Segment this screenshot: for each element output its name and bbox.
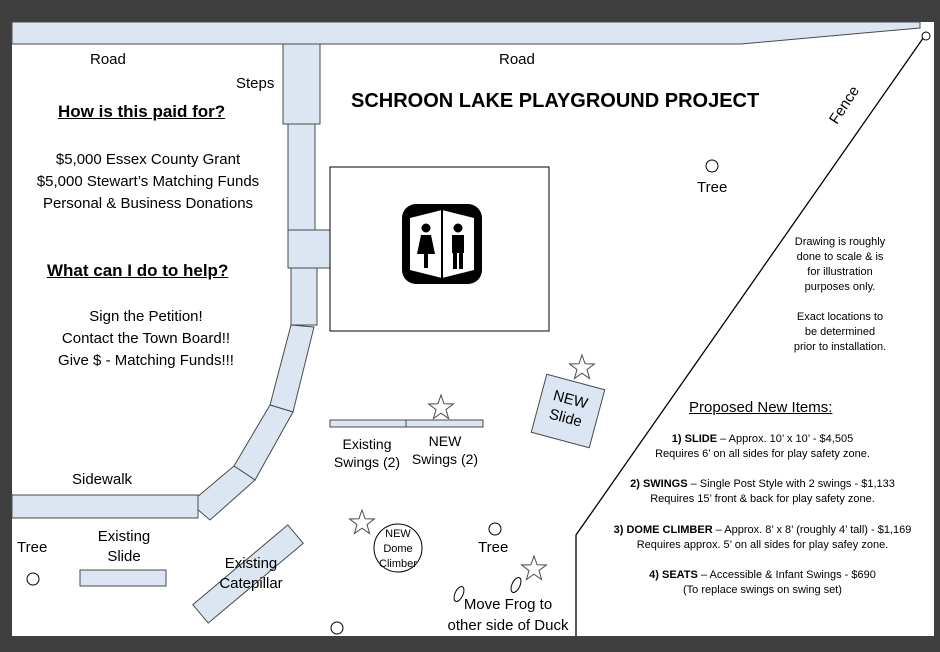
proposed-item-3: 3) DOME CLIMBER – Approx. 8’ x 8’ (rough… (590, 523, 935, 553)
label-line: Existing (224, 555, 278, 572)
path-segment (269, 324, 315, 413)
new-seats-star-icon (520, 554, 548, 581)
fence-post (921, 31, 931, 41)
existing-slide-shape (79, 569, 167, 587)
existing-catepillar-shape (192, 524, 304, 624)
item-label: 3) DOME CLIMBER (613, 524, 713, 536)
help-line: Give $ - Matching Funds!!! (58, 352, 234, 369)
path-segment (233, 404, 294, 481)
existing-swings-bar (329, 419, 407, 428)
scale-note: Drawing is roughly done to scale & is fo… (770, 235, 910, 355)
funding-line: Personal & Business Donations (42, 195, 254, 212)
funding-lines: $5,000 Essex County Grant $5,000 Stewart… (18, 149, 278, 215)
sidewalk (11, 494, 199, 519)
label-line: Swings (2) (411, 451, 479, 467)
label-line: Climber (379, 558, 417, 570)
new-slide-shape (530, 373, 606, 449)
label-line: Existing (97, 528, 151, 545)
tree-top-circle (705, 159, 719, 173)
new-swings-bar (405, 419, 484, 428)
existing-slide-label: Existing Slide (80, 527, 168, 567)
label-line: other side of Duck (447, 617, 569, 634)
new-dome-star-icon (348, 508, 376, 535)
note-line: purposes only. (804, 281, 876, 293)
note-line: Exact locations to (796, 311, 884, 323)
duck-oval (510, 577, 522, 593)
move-frog-label: Move Frog to other side of Duck (440, 594, 576, 636)
item-requirement: Requires 15’ front & back for play safet… (650, 493, 875, 505)
path-segment (287, 123, 316, 231)
proposed-item-1: 1) SLIDE – Approx. 10’ x 10’ - $4,505 Re… (590, 432, 935, 462)
label-line: Swings (2) (333, 454, 401, 470)
note-line: Drawing is roughly (794, 236, 886, 248)
sidewalk-label: Sidewalk (72, 471, 133, 488)
proposed-item-4: 4) SEATS – Accessible & Infant Swings - … (590, 568, 935, 598)
item-label: 1) SLIDE (671, 433, 718, 445)
item-label: 4) SEATS (649, 569, 698, 581)
new-swings-star-icon (427, 393, 455, 420)
tree-bottom-circle (488, 522, 502, 536)
help-heading: What can I do to help? (47, 261, 229, 280)
page-title: SCHROON LAKE PLAYGROUND PROJECT (351, 90, 760, 112)
proposed-heading: Proposed New Items: (689, 399, 833, 416)
tree-label-top: Tree (697, 179, 728, 196)
tree-label-left: Tree (17, 539, 48, 556)
label-line: Dome (383, 543, 413, 555)
label-line: Existing (342, 436, 392, 452)
help-line: Contact the Town Board!! (61, 330, 231, 347)
restroom-icon (402, 204, 482, 284)
label-line: Slide (107, 548, 141, 565)
note-line (770, 295, 910, 310)
funding-line: $5,000 Stewart’s Matching Funds (36, 173, 260, 190)
road-label-right: Road (499, 51, 535, 68)
tree-left-circle (26, 572, 40, 586)
label-line: Catepillar (219, 575, 283, 592)
funding-line: $5,000 Essex County Grant (55, 151, 241, 168)
path-segment (189, 465, 256, 521)
fence-line (575, 33, 927, 636)
note-line: prior to installation. (793, 341, 887, 353)
label-line: NEW (428, 433, 462, 449)
new-dome-circle (373, 523, 423, 573)
tree-edge-circle (330, 621, 344, 635)
road-label-left: Road (90, 51, 126, 68)
help-lines: Sign the Petition! Contact the Town Boar… (16, 306, 276, 372)
frog-oval (453, 586, 465, 602)
item-requirement: Requires approx. 5’ on all sides for pla… (636, 539, 889, 551)
label-line: Move Frog to (463, 596, 553, 613)
item-detail: – Single Post Style with 2 swings - $1,1… (687, 478, 895, 490)
path-segment (290, 267, 318, 326)
road-strip (11, 21, 921, 45)
item-detail: – Accessible & Infant Swings - $690 (697, 569, 876, 581)
new-slide-star-icon (568, 353, 596, 380)
new-swings-label: NEW Swings (2) (405, 432, 485, 468)
item-requirement: Requires 6’ on all sides for play safety… (655, 448, 870, 460)
note-line: be determined (804, 326, 876, 338)
steps-block (282, 43, 321, 125)
path-landing (287, 229, 331, 269)
note-line: done to scale & is (796, 251, 884, 263)
tree-label-bottom: Tree (478, 539, 509, 556)
help-line: Sign the Petition! (89, 308, 203, 325)
funding-heading: How is this paid for? (58, 102, 226, 121)
label-line: NEW (385, 528, 411, 540)
steps-label: Steps (236, 75, 275, 92)
existing-catepillar-label: Existing Catepillar (206, 554, 296, 594)
item-detail: – Approx. 10’ x 10’ - $4,505 (717, 433, 854, 445)
proposed-item-2: 2) SWINGS – Single Post Style with 2 swi… (590, 477, 935, 507)
note-line: for illustration (807, 266, 873, 278)
item-label: 2) SWINGS (630, 478, 688, 490)
new-dome-label: NEW Dome Climber (374, 527, 422, 572)
existing-swings-label: Existing Swings (2) (327, 435, 407, 471)
item-detail: – Approx. 8’ x 8’ (roughly 4’ tall) - $1… (712, 524, 912, 536)
item-requirement: (To replace swings on swing set) (683, 584, 842, 596)
